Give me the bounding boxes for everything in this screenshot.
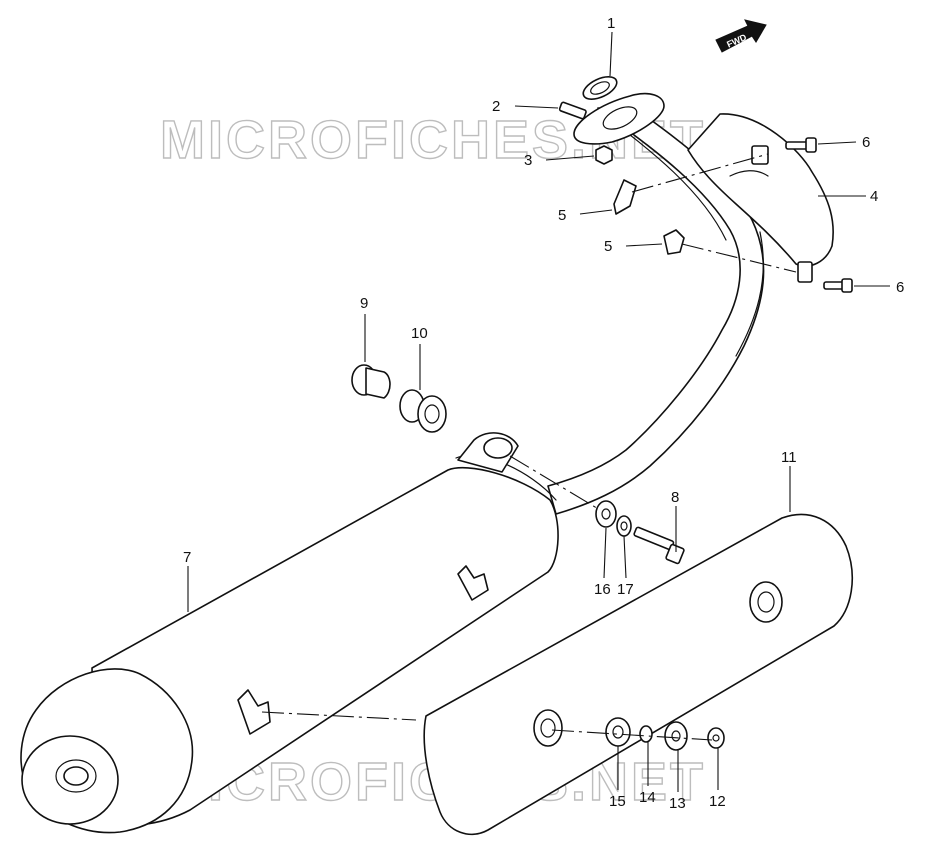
callout-14: 14 <box>639 789 656 806</box>
nut <box>595 145 613 165</box>
mounting-bolt <box>633 526 685 565</box>
cushion <box>399 389 447 433</box>
assembly-line-protector <box>551 729 713 741</box>
heat-shield <box>687 113 834 283</box>
callout-12: 12 <box>709 793 726 810</box>
assembly-line-mount <box>509 455 601 511</box>
callout-16: 16 <box>594 581 611 598</box>
muffler <box>20 432 559 834</box>
assembly-line-bracket <box>261 711 417 721</box>
callout-5-upper: 5 <box>558 207 566 224</box>
clamp-lower <box>663 229 685 255</box>
callout-4: 4 <box>870 188 878 205</box>
clamp-upper <box>613 179 637 215</box>
leader-lines <box>187 31 890 792</box>
fwd-arrow-icon: FWD <box>715 19 767 53</box>
muffler-protector <box>423 513 853 836</box>
pipe-flange <box>573 92 665 145</box>
callout-15: 15 <box>609 793 626 810</box>
stud-bolt <box>558 101 587 120</box>
assembly-line-clamp-lower <box>681 243 797 273</box>
washer-13 <box>664 721 688 751</box>
assembly-line-clamp-upper <box>631 153 769 193</box>
callout-3: 3 <box>524 152 532 169</box>
callout-6-upper: 6 <box>862 134 870 151</box>
callout-2: 2 <box>492 98 500 115</box>
bolt-upper <box>785 137 817 153</box>
washer-small-14 <box>639 725 653 743</box>
callout-1: 1 <box>607 15 615 32</box>
callouts: 1 2 3 4 5 5 6 6 7 8 9 10 11 12 13 14 15 … <box>183 15 904 812</box>
callout-7: 7 <box>183 549 191 566</box>
callout-17: 17 <box>617 581 634 598</box>
callout-11: 11 <box>781 449 797 466</box>
callout-13: 13 <box>669 795 686 812</box>
washer-large <box>595 500 617 528</box>
gasket <box>582 76 618 100</box>
callout-6-lower: 6 <box>896 279 904 296</box>
screw-12 <box>707 727 725 749</box>
bolt-lower <box>823 278 853 293</box>
bushing <box>351 364 391 399</box>
callout-8: 8 <box>671 489 679 506</box>
callout-10: 10 <box>411 325 428 342</box>
callout-9: 9 <box>360 295 368 312</box>
washer-small <box>616 515 632 537</box>
callout-5-lower: 5 <box>604 238 612 255</box>
collar <box>605 717 631 747</box>
